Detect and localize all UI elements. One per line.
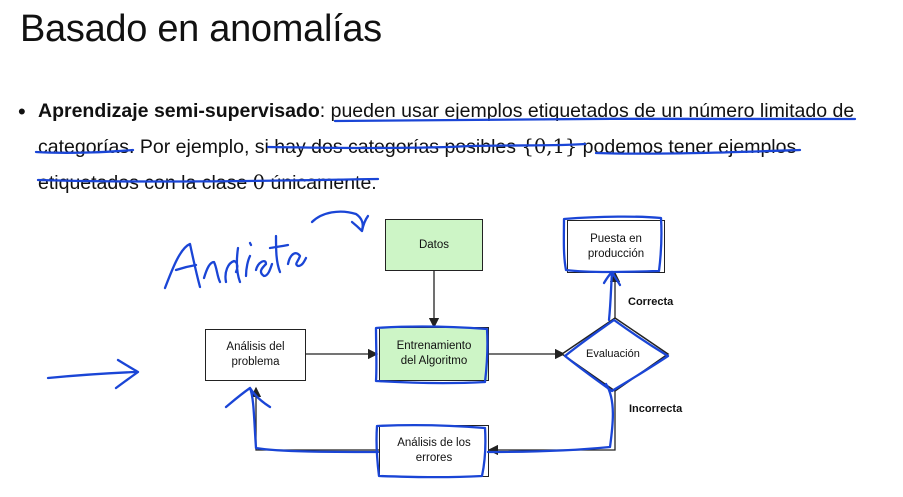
ink-box-puesta <box>562 215 663 274</box>
ink-underline-1 <box>333 117 857 123</box>
slide-title: Basado en anomalías <box>20 8 382 50</box>
evaluacion-label: Evaluación <box>586 348 640 360</box>
ink-curly-arrow <box>310 210 370 233</box>
ink-box-errores <box>375 424 487 479</box>
entrenamiento-label-2: del Algoritmo <box>400 355 468 367</box>
puesta-label-2: producción <box>587 247 645 260</box>
bullet-text-part3: únicamente. <box>265 172 377 194</box>
incorrecta-label: Incorrecta <box>629 403 683 415</box>
ink-handwritten-word <box>163 234 308 290</box>
correcta-label: Correcta <box>628 296 674 308</box>
entrenamiento-label-1: Entrenamiento <box>396 340 472 352</box>
arrow-errores-to-problema <box>250 386 379 451</box>
analisis-problema-label-2: problema <box>231 356 280 368</box>
datos-label: Datos <box>418 238 450 251</box>
bullet-dot: • <box>18 99 26 124</box>
bullet-paragraph: • Aprendizaje semi-supervisado: pueden u… <box>18 94 893 201</box>
puesta-produccion-box: Puesta en producción <box>567 220 665 273</box>
errores-label-2: errores <box>415 452 453 464</box>
analisis-errores-box: Análisis de los errores <box>379 425 489 477</box>
math-set: {0,1} <box>521 135 578 158</box>
puesta-label-1: Puesta en <box>590 232 642 245</box>
ink-underline-5 <box>36 177 380 183</box>
datos-box: Datos <box>385 219 483 271</box>
ink-left-arrow <box>46 358 140 390</box>
ink-underline-2 <box>34 148 135 154</box>
evaluacion-diamond <box>560 317 670 392</box>
ink-underline-4 <box>594 148 802 155</box>
arrow-evaluacion-to-errores <box>487 391 616 456</box>
ink-underline-3 <box>266 142 587 150</box>
errores-label-1: Análisis de los <box>397 437 471 449</box>
entrenamiento-box: Entrenamiento del Algoritmo <box>379 327 489 381</box>
ink-box-entrenamiento <box>374 325 489 385</box>
ink-feedback-loop <box>224 382 615 454</box>
bullet-text: Aprendizaje semi-supervisado: pueden usa… <box>38 94 893 201</box>
analisis-problema-label-1: Análisis del <box>226 341 285 353</box>
math-zero: 0 <box>252 171 266 194</box>
ink-diamond-trace <box>563 318 670 393</box>
analisis-problema-box: Análisis del problema <box>205 329 306 381</box>
bullet-term: Aprendizaje semi-supervisado <box>38 100 320 122</box>
bullet-colon: : <box>319 100 326 122</box>
ink-up-arrow <box>602 270 622 322</box>
